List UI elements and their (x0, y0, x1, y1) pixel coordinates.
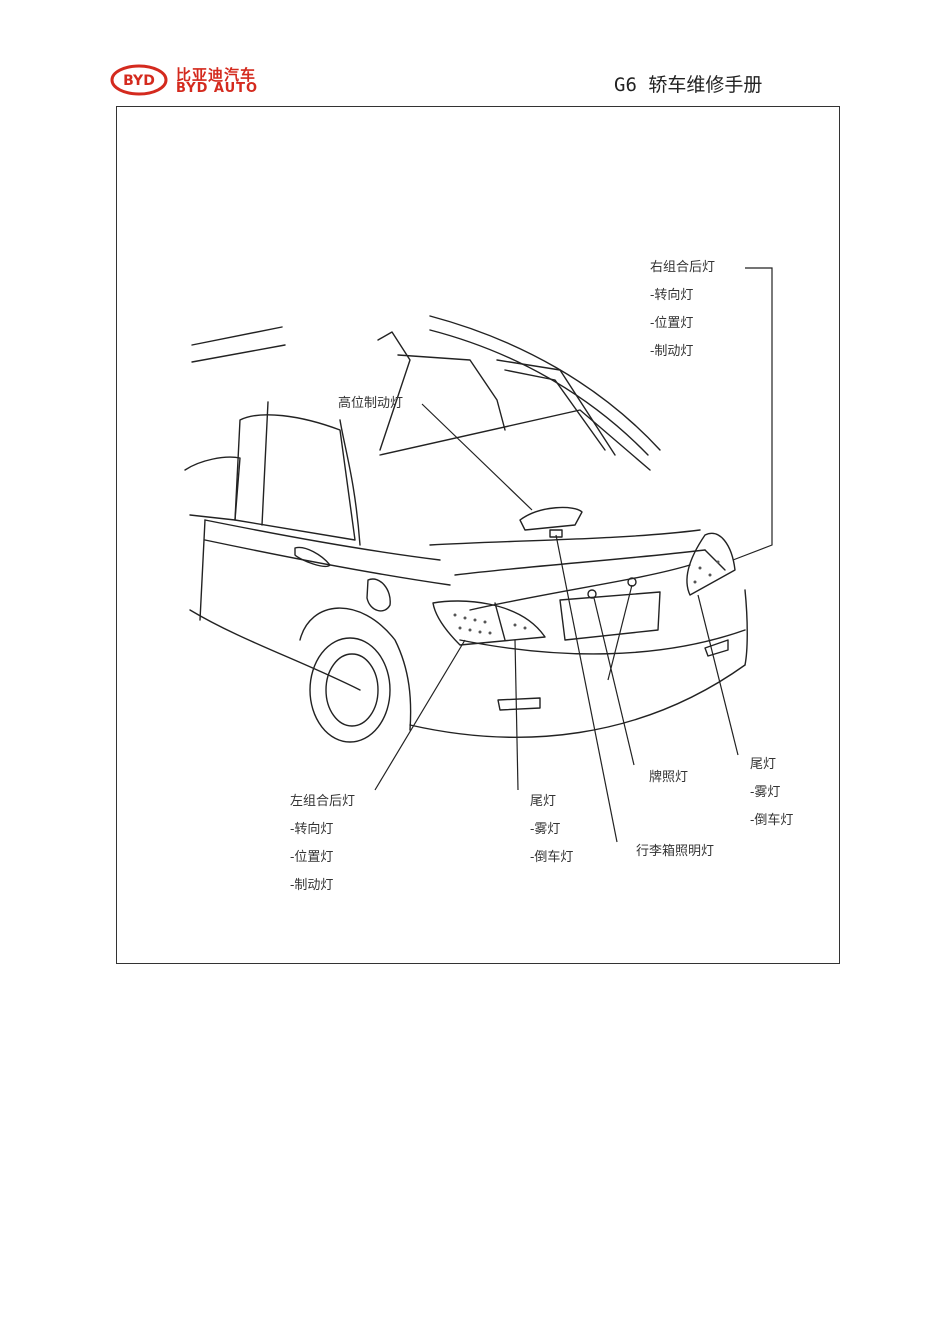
label-title: 左组合后灯 (290, 794, 356, 809)
door-handle (294, 546, 331, 567)
roof-front-line (191, 326, 283, 346)
rear-wheel (309, 637, 391, 743)
label-item: -倒车灯 (530, 850, 574, 865)
label-item: -位置灯 (650, 316, 694, 331)
label-item: -雾灯 (750, 785, 781, 800)
leader-license-1 (593, 597, 635, 766)
byd-logo: BYD 比亚迪汽车 BYD AUTO (110, 64, 270, 98)
rear-window-left-pillar (377, 331, 411, 451)
lower-body (189, 609, 361, 691)
fuel-cap (366, 578, 391, 612)
label-item: -位置灯 (290, 850, 334, 865)
body-side-top (204, 519, 441, 561)
byd-badge-icon: BYD (110, 64, 168, 96)
label-tail-lamp-right: 尾灯 -雾灯 -倒车灯 (750, 751, 793, 835)
right-combo-lamp-div (704, 549, 726, 571)
wheel-arch (299, 607, 412, 731)
roof-line (429, 315, 661, 451)
label-tail-lamp-center: 尾灯 -雾灯 -倒车灯 (530, 788, 573, 872)
license-plate (559, 591, 661, 641)
label-item: -制动灯 (650, 344, 694, 359)
trunk-lid-line (454, 549, 706, 576)
rear-bumper-edge (744, 589, 748, 666)
rear-window-bottom (379, 409, 651, 471)
high-brake-lamp (519, 506, 583, 531)
label-high-brake-lamp: 高位制动灯 (338, 390, 403, 418)
logo-badge-text: BYD (123, 73, 155, 89)
leader-left-combo (374, 639, 466, 791)
rear-window-right (496, 359, 616, 456)
fog-lamp-left (497, 697, 541, 711)
left-combo-lamp (432, 600, 546, 646)
label-item: -倒车灯 (750, 813, 794, 828)
label-item: -转向灯 (650, 288, 694, 303)
license-light-right (627, 577, 637, 587)
label-item: -转向灯 (290, 822, 334, 837)
license-light-left (587, 589, 597, 599)
manual-title: G6 轿车维修手册 (614, 74, 763, 96)
rear-bumper-bottom (409, 664, 746, 738)
body-side-crease (204, 539, 451, 586)
figure-frame (116, 106, 840, 964)
roof-front-line-2 (191, 344, 286, 363)
c-pillar (339, 419, 361, 546)
rear-window-right-inner (504, 369, 606, 451)
label-title: 尾灯 (750, 757, 777, 772)
rear-bumper-top (459, 629, 746, 655)
trunk-lid-edge (469, 564, 691, 611)
label-license-lamp: 牌照灯 (649, 764, 688, 792)
left-combo-lamp-div (494, 602, 506, 641)
logo-cn-text: 比亚迪汽车 (176, 66, 257, 84)
label-item: -制动灯 (290, 878, 334, 893)
label-title: 右组合后灯 (650, 260, 716, 275)
label-title: 牌照灯 (649, 770, 689, 785)
label-trunk-lamp: 行李箱照明灯 (636, 838, 714, 866)
leader-tail-center (514, 639, 519, 791)
b-pillar (261, 401, 269, 526)
label-title: 高位制动灯 (338, 396, 404, 411)
side-window-front (184, 456, 241, 521)
fog-lamp-right (704, 639, 729, 657)
leader-license-2 (607, 584, 633, 681)
label-right-combo-lamp: 右组合后灯 -转向灯 -位置灯 -制动灯 (650, 254, 715, 366)
label-title: 行李箱照明灯 (636, 844, 715, 859)
leader-high-brake (421, 403, 533, 511)
rear-window-frame (397, 354, 506, 431)
leader-tail-right (697, 594, 739, 756)
logo-en-text: BYD AUTO (176, 81, 259, 96)
label-left-combo-lamp: 左组合后灯 -转向灯 -位置灯 -制动灯 (290, 788, 355, 900)
leader-trunk (555, 534, 618, 843)
right-combo-lamp (686, 532, 736, 596)
label-item: -雾灯 (530, 822, 561, 837)
leader-right-combo (732, 267, 773, 561)
front-door-edge (199, 519, 206, 621)
side-window (234, 414, 356, 541)
trunk-lid-top (429, 529, 701, 546)
rear-wheel-inner (325, 653, 379, 727)
label-title: 尾灯 (530, 794, 557, 809)
